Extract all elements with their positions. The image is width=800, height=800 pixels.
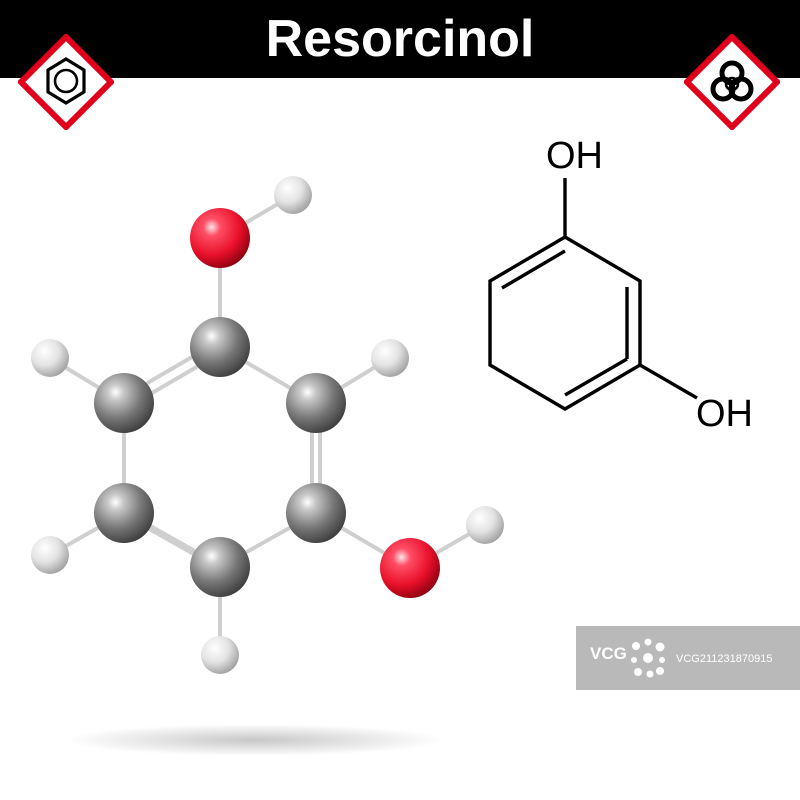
oxygen-atom xyxy=(380,538,440,598)
oxygen-atom xyxy=(190,208,250,268)
hydrogen-atom xyxy=(274,176,312,214)
carbon-atom xyxy=(286,483,346,543)
carbon-atom xyxy=(94,483,154,543)
watermark-logo: VCG xyxy=(590,644,627,663)
carbon-atom xyxy=(94,373,154,433)
benzene-ring-icon xyxy=(18,34,114,130)
title-bar: Resorcinol xyxy=(0,0,800,78)
page-title: Resorcinol xyxy=(265,10,535,68)
watermark: VCG VCG211231870915 xyxy=(576,626,800,690)
hydrogen-atom xyxy=(371,339,409,377)
hydroxyl-label-top: OH xyxy=(546,135,603,177)
hydrogen-atom xyxy=(31,339,69,377)
model-shadow xyxy=(65,724,445,756)
vcg-logo-icon xyxy=(631,638,665,678)
carbon-atom xyxy=(190,317,250,377)
carbon-atom xyxy=(190,537,250,597)
hydroxyl-label-bottom: OH xyxy=(696,393,753,435)
biohazard-icon xyxy=(684,34,780,130)
hydrogen-atom xyxy=(466,506,504,544)
structural-formula xyxy=(488,178,698,411)
hydrogen-atom xyxy=(31,536,69,574)
hydrogen-atom xyxy=(201,636,239,674)
carbon-atom xyxy=(286,373,346,433)
watermark-code: VCG211231870915 xyxy=(676,653,773,665)
